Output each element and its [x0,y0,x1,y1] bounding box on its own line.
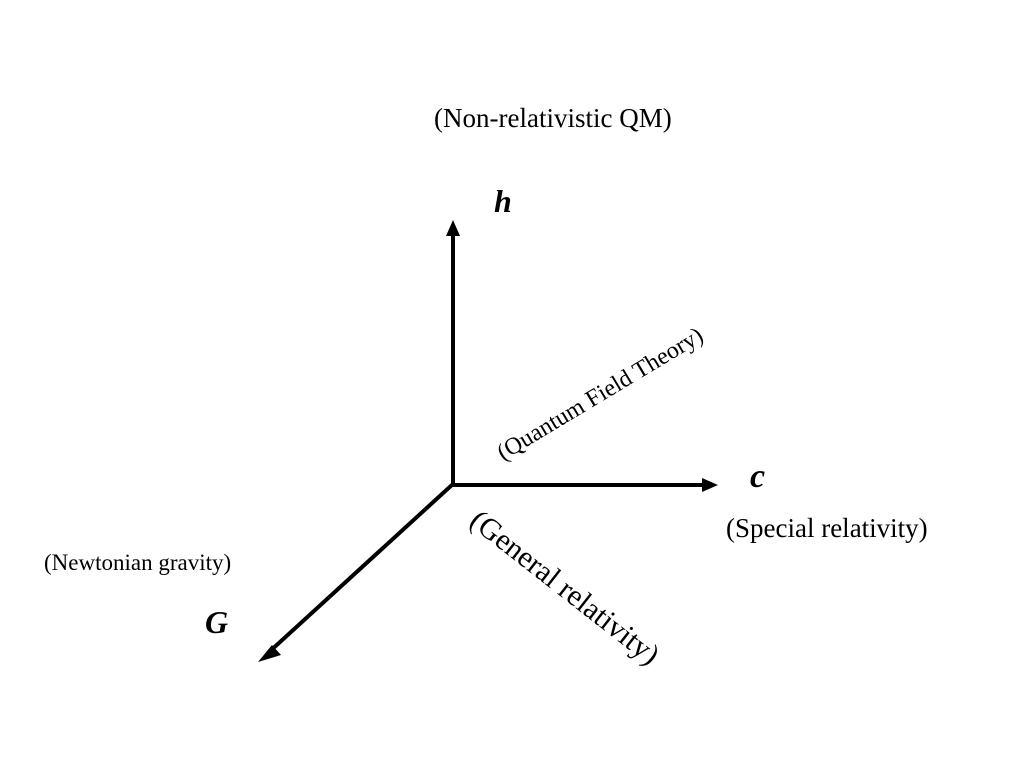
h-axis-label: h [494,183,512,219]
non-relativistic-qm-label: (Non-relativistic QM) [434,103,672,133]
special-relativity-label: (Special relativity) [726,513,928,543]
c-axis-label: c [750,458,765,495]
c-axis [451,478,718,492]
newtonian-gravity-label: (Newtonian gravity) [44,550,231,575]
h-axis [446,220,460,485]
general-relativity-label: (General relativity) [464,504,666,672]
g-axis [258,482,455,662]
quantum-field-theory-label: (Quantum Field Theory) [493,323,708,467]
g-axis-label: G [205,604,228,640]
